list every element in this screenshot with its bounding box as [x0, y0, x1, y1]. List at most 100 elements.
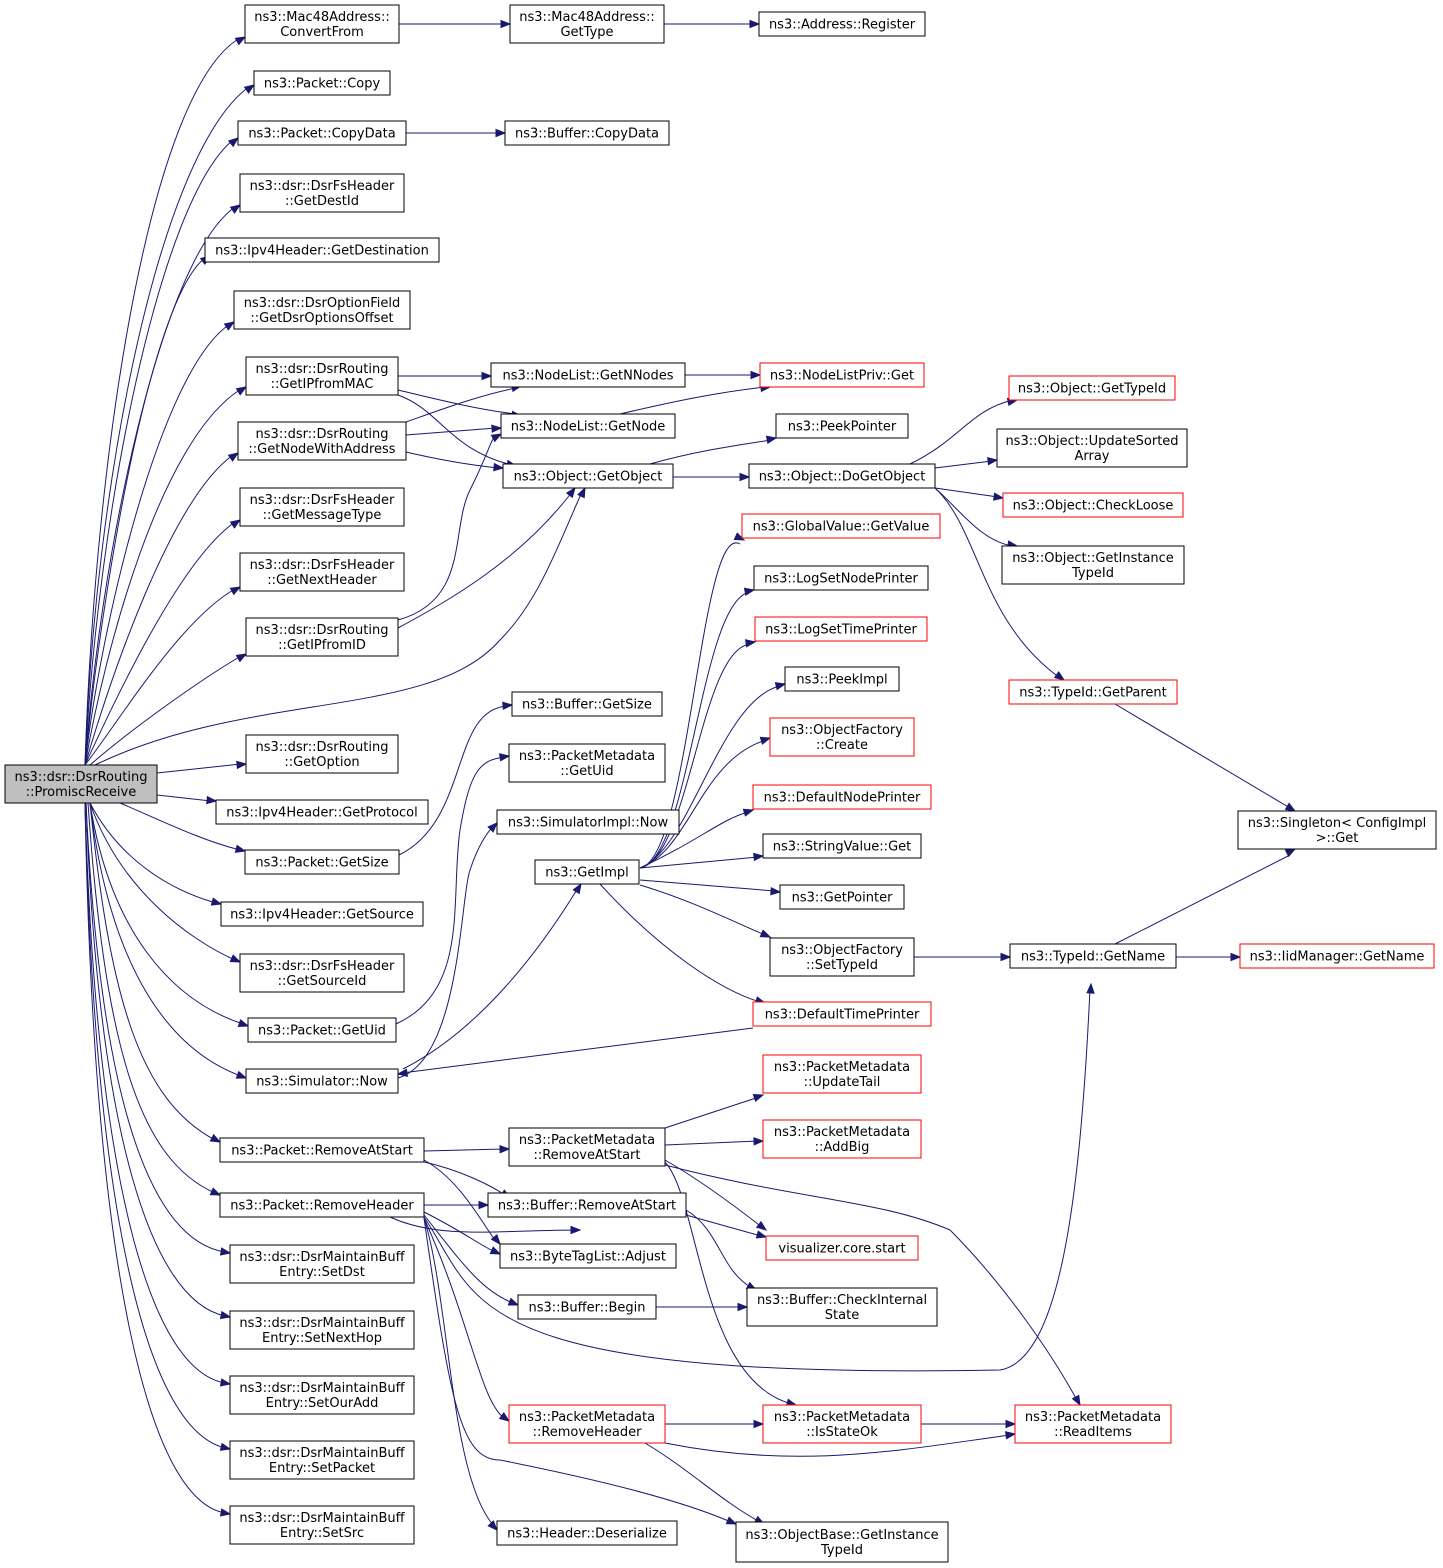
function-node-root[interactable]: ns3::dsr::DsrRouting::PromiscReceive: [4, 764, 158, 804]
function-node-pm-addbig[interactable]: ns3::PacketMetadata::AddBig: [762, 1119, 922, 1159]
function-node-mbe-setnexthop[interactable]: ns3::dsr::DsrMaintainBuffEntry::SetNextH…: [229, 1310, 415, 1350]
call-edge: [1114, 703, 1297, 812]
function-node-buf-copydata[interactable]: ns3::Buffer::CopyData: [504, 120, 670, 146]
function-node-nl-getnnodes[interactable]: ns3::NodeList::GetNNodes: [490, 362, 686, 388]
function-node-hdr-deserialize[interactable]: ns3::Header::Deserialize: [496, 1520, 678, 1546]
node-label-line: ns3::dsr::DsrRouting: [15, 770, 148, 785]
node-label-line: TypeId: [1071, 566, 1114, 581]
function-node-pm-getuid[interactable]: ns3::PacketMetadata::GetUid: [508, 743, 666, 783]
function-node-ipv4-dest[interactable]: ns3::Ipv4Header::GetDestination: [204, 237, 440, 263]
function-node-nlp-get[interactable]: ns3::NodeListPriv::Get: [759, 362, 925, 388]
node-box: [487, 1192, 687, 1218]
call-edge: [398, 701, 514, 856]
node-box: [765, 1235, 919, 1261]
node-label-line: ::RemoveHeader: [533, 1425, 643, 1440]
node-label-line: TypeId: [820, 1543, 863, 1558]
function-node-mac-gettype[interactable]: ns3::Mac48Address::GetType: [509, 4, 665, 44]
call-edge: [399, 19, 512, 29]
function-node-pkt-getsize[interactable]: ns3::Packet::GetSize: [244, 849, 400, 875]
node-box: [1008, 375, 1176, 401]
function-node-ipv4-src[interactable]: ns3::Ipv4Header::GetSource: [220, 901, 424, 927]
call-edge-line: [644, 1442, 761, 1523]
call-edge-line: [1114, 703, 1291, 809]
function-node-fs-srcid[interactable]: ns3::dsr::DsrFsHeader::GetSourceId: [239, 953, 405, 993]
function-node-obj-dogetobject[interactable]: ns3::Object::DoGetObject: [748, 463, 936, 489]
function-node-pm-readitems[interactable]: ns3::PacketMetadata::ReadItems: [1014, 1404, 1172, 1444]
function-node-sim-now[interactable]: ns3::Simulator::Now: [245, 1068, 399, 1094]
function-node-mbe-setouradd[interactable]: ns3::dsr::DsrMaintainBuffEntry::SetOurAd…: [229, 1375, 415, 1415]
function-node-logsettime[interactable]: ns3::LogSetTimePrinter: [754, 616, 928, 642]
function-node-pkt-removeheader[interactable]: ns3::Packet::RemoveHeader: [219, 1192, 425, 1218]
function-node-ipv4-proto[interactable]: ns3::Ipv4Header::GetProtocol: [215, 799, 429, 825]
function-node-singleton[interactable]: ns3::Singleton< ConfigImpl >::Get: [1237, 810, 1437, 850]
function-node-pm-removeatstart[interactable]: ns3::PacketMetadata::RemoveAtStart: [508, 1127, 666, 1167]
function-node-getpointer[interactable]: ns3::GetPointer: [779, 884, 905, 910]
call-edge-line: [639, 542, 741, 869]
function-node-ipfromid[interactable]: ns3::dsr::DsrRouting::GetIPfromID: [245, 617, 399, 657]
arrowhead: [725, 1516, 738, 1525]
function-node-getimpl[interactable]: ns3::GetImpl: [534, 859, 640, 885]
function-node-nl-getnode[interactable]: ns3::NodeList::GetNode: [500, 413, 676, 439]
call-edge-line: [89, 655, 242, 766]
function-node-addr-register[interactable]: ns3::Address::Register: [758, 11, 926, 37]
function-node-pm-updatetail[interactable]: ns3::PacketMetadata::UpdateTail: [762, 1054, 922, 1094]
function-node-strval-get[interactable]: ns3::StringValue::Get: [762, 833, 922, 859]
function-node-obj-getobject[interactable]: ns3::Object::GetObject: [502, 463, 674, 489]
function-node-tid-getname[interactable]: ns3::TypeId::GetName: [1009, 943, 1177, 969]
function-node-buf-begin[interactable]: ns3::Buffer::Begin: [517, 1294, 657, 1320]
function-node-defnodeprinter[interactable]: ns3::DefaultNodePrinter: [752, 784, 932, 810]
call-edge-line: [664, 1434, 1011, 1457]
function-node-mbe-setpacket[interactable]: ns3::dsr::DsrMaintainBuffEntry::SetPacke…: [229, 1440, 415, 1480]
arrowhead: [1230, 952, 1242, 962]
function-node-vis-start[interactable]: visualizer.core.start: [765, 1235, 919, 1261]
function-node-of-create[interactable]: ns3::ObjectFactory::Create: [769, 717, 915, 757]
node-label-line: ns3::Mac48Address::: [519, 10, 654, 25]
function-node-pkt-getuid[interactable]: ns3::Packet::GetUid: [247, 1017, 397, 1043]
function-node-opt-offset[interactable]: ns3::dsr::DsrOptionField::GetDsrOptionsO…: [233, 290, 411, 330]
function-node-nodewithaddr[interactable]: ns3::dsr::DsrRouting::GetNodeWithAddress: [237, 421, 407, 461]
function-node-pkt-copy[interactable]: ns3::Packet::Copy: [253, 70, 391, 96]
arrowhead: [765, 435, 778, 444]
function-node-fs-msgtype[interactable]: ns3::dsr::DsrFsHeader::GetMessageType: [239, 487, 405, 527]
function-node-obj-gettypeid[interactable]: ns3::Object::GetTypeId: [1008, 375, 1176, 401]
function-node-of-settypeid[interactable]: ns3::ObjectFactory::SetTypeId: [769, 937, 915, 977]
node-label-line: ns3::GetImpl: [545, 866, 629, 881]
node-box: [496, 809, 680, 835]
function-node-fs-destid[interactable]: ns3::dsr::DsrFsHeader::GetDestId: [239, 173, 405, 213]
function-node-pkt-copydata[interactable]: ns3::Packet::CopyData: [237, 120, 407, 146]
function-node-buf-getsize[interactable]: ns3::Buffer::GetSize: [511, 691, 663, 717]
function-node-peekimpl[interactable]: ns3::PeekImpl: [784, 666, 900, 692]
function-node-iid-getname[interactable]: ns3::IidManager::GetName: [1239, 943, 1435, 969]
node-label-line: ConvertFrom: [280, 25, 364, 40]
call-edge-line: [156, 763, 242, 774]
call-edge: [89, 802, 248, 1079]
node-label-line: ns3::PeekImpl: [796, 673, 887, 688]
function-node-mac-convert[interactable]: ns3::Mac48Address::ConvertFrom: [244, 4, 400, 44]
node-box: [244, 849, 400, 875]
arrowhead: [487, 1520, 498, 1532]
function-node-pm-isstateok[interactable]: ns3::PacketMetadata::IsStateOk: [762, 1404, 922, 1444]
function-node-btl-adjust[interactable]: ns3::ByteTagList::Adjust: [499, 1243, 677, 1269]
function-node-buf-removeatstart[interactable]: ns3::Buffer::RemoveAtStart: [487, 1192, 687, 1218]
function-node-ipfrommac[interactable]: ns3::dsr::DsrRouting::GetIPfromMAC: [245, 356, 399, 396]
node-box: [229, 1310, 415, 1350]
arrowhead: [243, 84, 256, 94]
function-node-deftimeprinter[interactable]: ns3::DefaultTimePrinter: [752, 1001, 932, 1027]
function-node-obj-checkloose[interactable]: ns3::Object::CheckLoose: [1002, 492, 1184, 518]
function-node-getoption[interactable]: ns3::dsr::DsrRouting::GetOption: [245, 734, 399, 774]
function-node-pkt-removeatstart[interactable]: ns3::Packet::RemoveAtStart: [219, 1137, 425, 1163]
function-node-gv-getvalue[interactable]: ns3::GlobalValue::GetValue: [741, 513, 941, 539]
function-node-peekpointer[interactable]: ns3::PeekPointer: [775, 413, 909, 439]
node-label-line: ns3::DefaultTimePrinter: [765, 1008, 920, 1023]
function-node-pm-removeheader[interactable]: ns3::PacketMetadata::RemoveHeader: [508, 1404, 666, 1444]
function-node-simimpl-now[interactable]: ns3::SimulatorImpl::Now: [496, 809, 680, 835]
function-node-logsetnode[interactable]: ns3::LogSetNodePrinter: [753, 565, 929, 591]
function-node-fs-nexthdr[interactable]: ns3::dsr::DsrFsHeader::GetNextHeader: [239, 552, 405, 592]
function-node-tid-getparent[interactable]: ns3::TypeId::GetParent: [1008, 679, 1178, 705]
